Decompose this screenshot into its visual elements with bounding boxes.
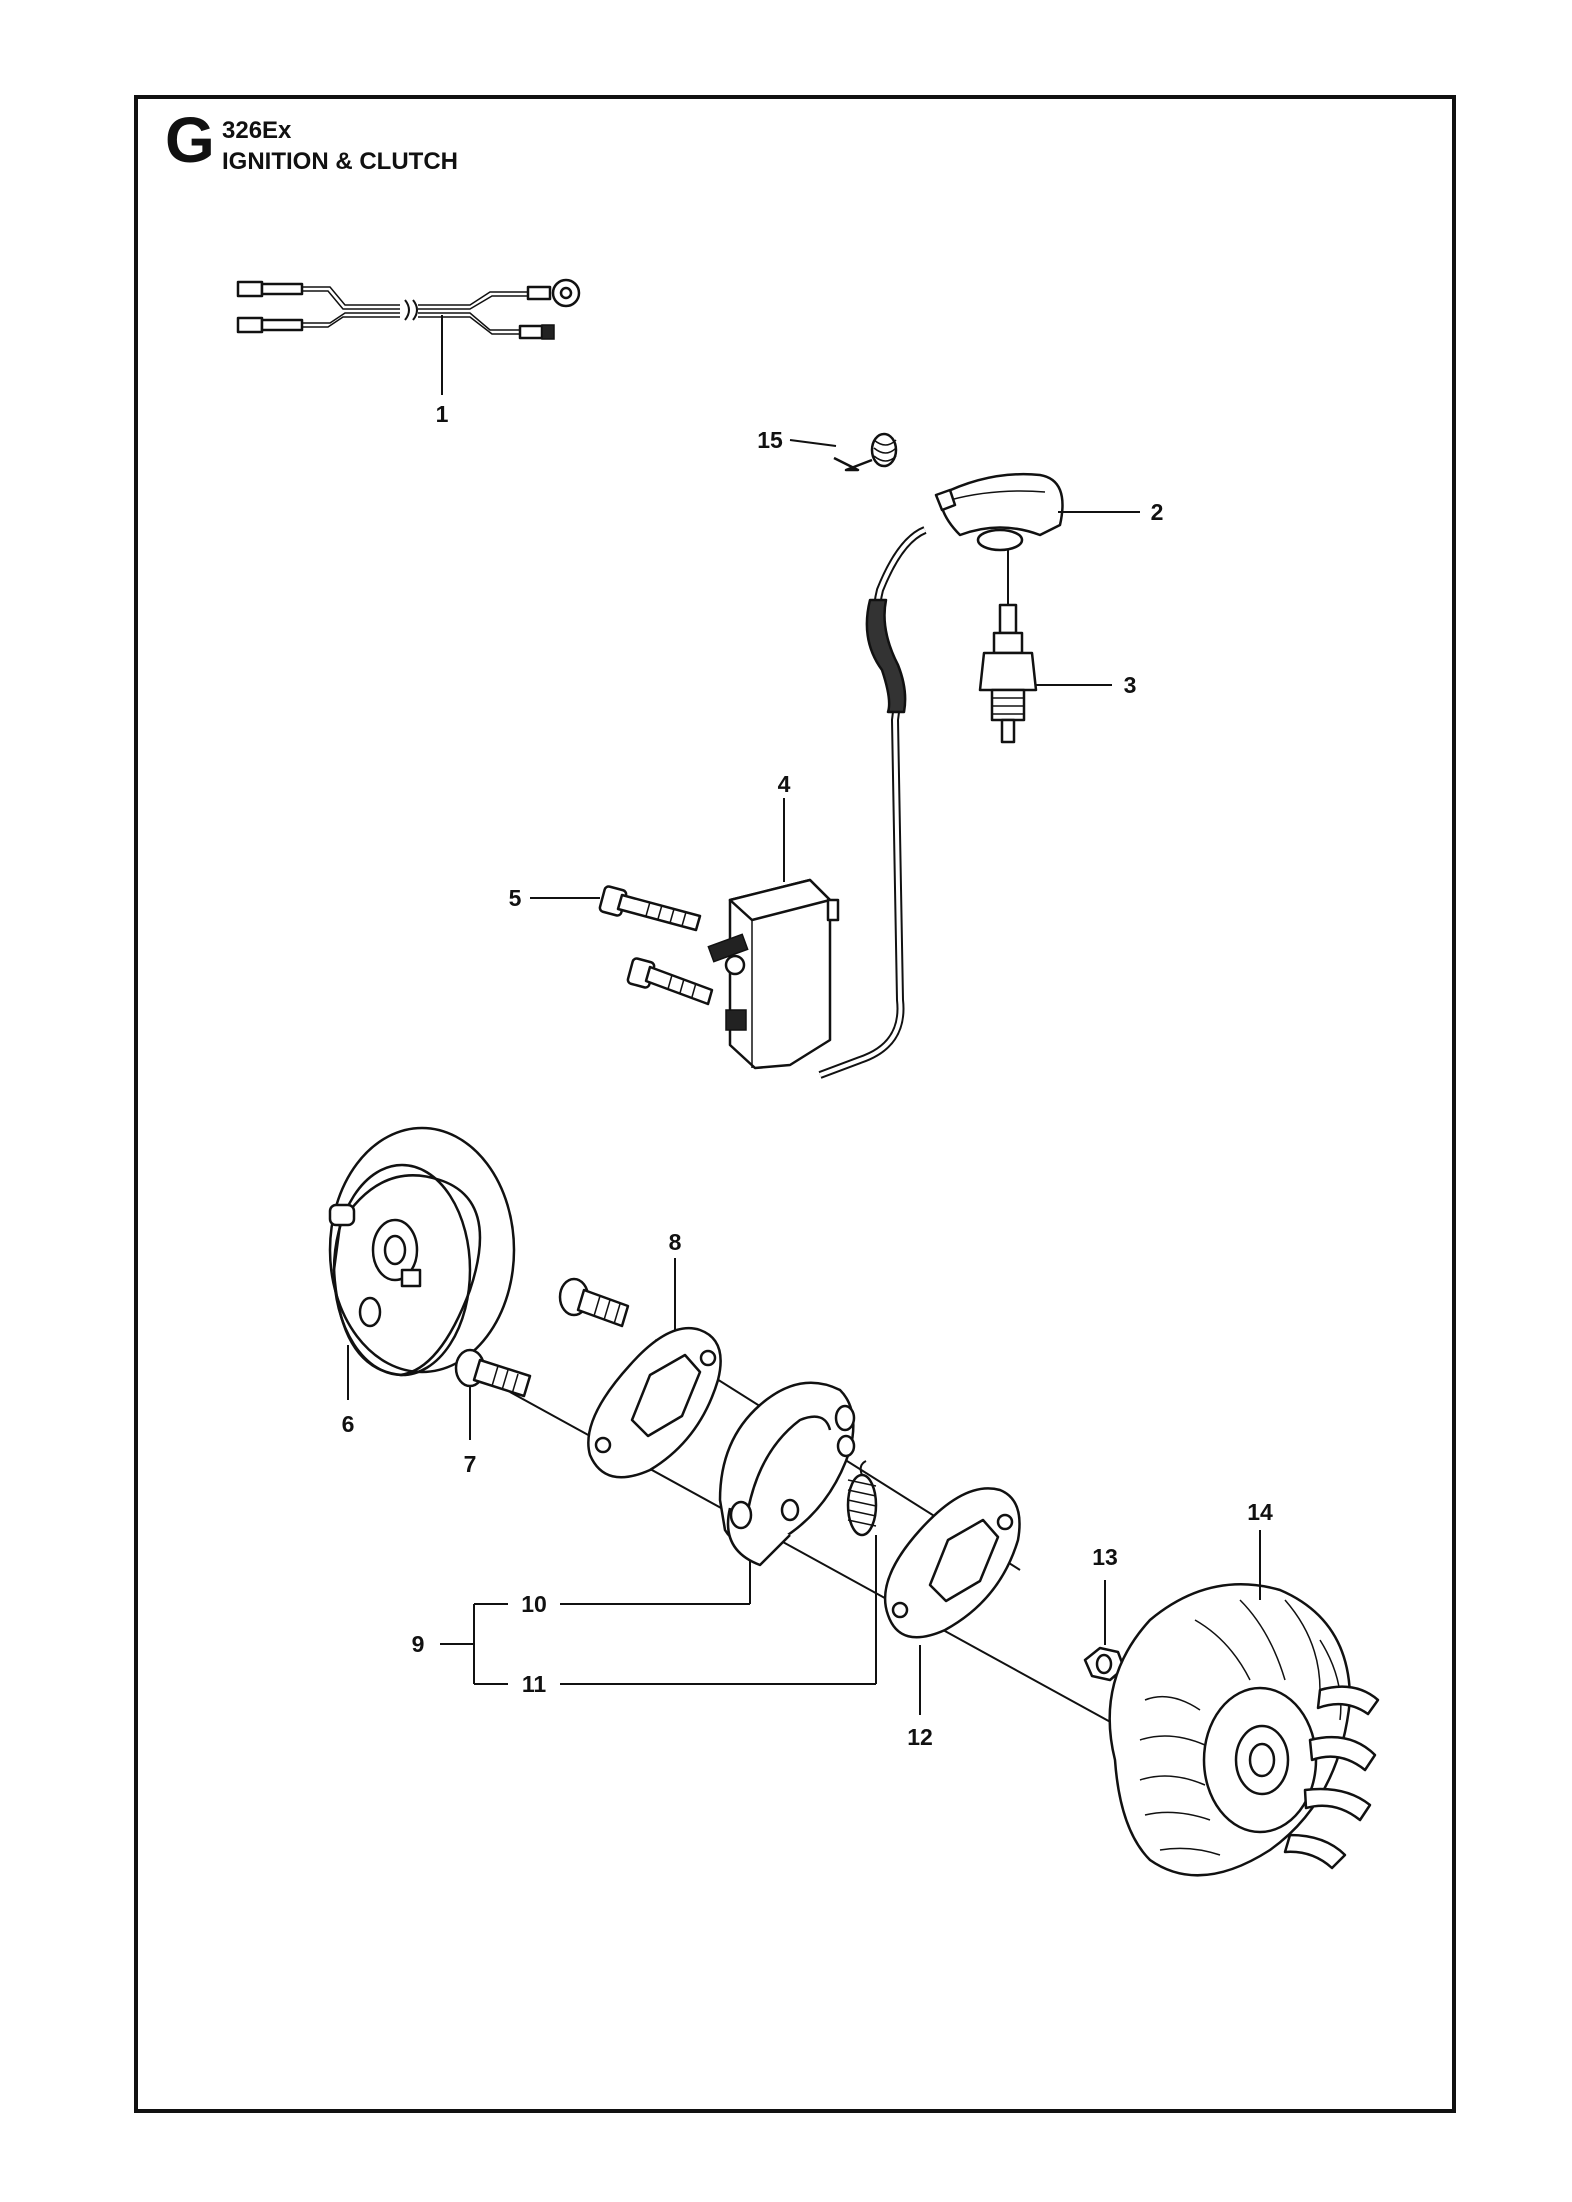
ignition-module bbox=[707, 878, 840, 1070]
model-name: 326Ex bbox=[222, 117, 292, 144]
callout-2: 2 bbox=[1151, 499, 1164, 525]
callout-8: 8 bbox=[669, 1229, 682, 1255]
harness-connector-top-b bbox=[260, 282, 304, 296]
section-letter: G bbox=[165, 104, 215, 176]
harness-plug bbox=[518, 324, 544, 340]
callout-10: 10 bbox=[521, 1591, 547, 1617]
harness-connector-top-a bbox=[236, 280, 264, 298]
spark-plug bbox=[978, 550, 1038, 744]
module-screw-top bbox=[598, 885, 702, 932]
harness-connector-bottom-b bbox=[260, 318, 304, 332]
callout-13: 13 bbox=[1092, 1544, 1118, 1570]
clutch-drum bbox=[328, 1126, 516, 1377]
callout-12: 12 bbox=[907, 1724, 933, 1750]
clutch-shoes bbox=[718, 1381, 856, 1567]
clutch-spring bbox=[846, 1460, 878, 1537]
callout-1: 1 bbox=[436, 401, 449, 427]
harness-plug-tip bbox=[541, 324, 555, 340]
washer-plate-rear bbox=[883, 1487, 1021, 1639]
callout-7: 7 bbox=[464, 1451, 477, 1477]
spark-plug-cap bbox=[934, 472, 1064, 552]
clutch-screw-upper bbox=[558, 1277, 630, 1328]
callout-11: 11 bbox=[522, 1671, 547, 1697]
spring-clip bbox=[833, 432, 898, 472]
module-screw-bottom bbox=[626, 957, 714, 1006]
callout-15: 15 bbox=[757, 427, 783, 453]
callout-4: 4 bbox=[778, 771, 791, 797]
callout-14: 14 bbox=[1247, 1499, 1273, 1525]
clutch-screw-lower bbox=[454, 1348, 532, 1398]
callout-6: 6 bbox=[342, 1411, 355, 1437]
harness-ring-crimp bbox=[526, 285, 552, 301]
callout-3: 3 bbox=[1124, 672, 1137, 698]
harness-connector-bottom-a bbox=[236, 316, 264, 334]
page-frame bbox=[134, 95, 1456, 2113]
washer-plate-front bbox=[587, 1326, 722, 1479]
section-title: IGNITION & CLUTCH bbox=[222, 148, 458, 175]
callout-9: 9 bbox=[412, 1631, 425, 1657]
wiring-harness bbox=[236, 278, 581, 340]
leader-line-15 bbox=[789, 439, 837, 447]
flywheel bbox=[1108, 1583, 1380, 1877]
ignition-lead bbox=[818, 526, 927, 1079]
callout-5: 5 bbox=[509, 885, 522, 911]
